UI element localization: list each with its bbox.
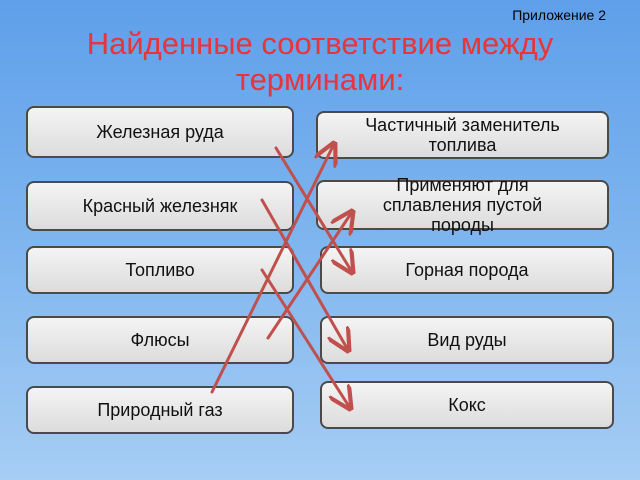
definition-box-rock: Горная порода [320, 246, 614, 294]
title-line-1: Найденные соответствие между [86, 26, 554, 61]
slide-title: Найденные соответствие между терминами: [0, 26, 640, 98]
definition-box-coke: Кокс [320, 381, 614, 429]
definition-box-ore-type: Вид руды [320, 316, 614, 364]
term-box-iron-ore: Железная руда [26, 106, 294, 158]
term-box-fluxes: Флюсы [26, 316, 294, 364]
term-box-red-hematite: Красный железняк [26, 181, 294, 231]
definition-box-slag-fusion: Применяют для сплавления пустой породы [316, 175, 609, 235]
term-box-natural-gas: Природный газ [26, 386, 294, 434]
title-line-2: терминами: [235, 62, 405, 97]
definition-box-partial-fuel-substitute: Частичный заменитель топлива [316, 111, 609, 159]
term-box-fuel: Топливо [26, 246, 294, 294]
appendix-label: Приложение 2 [512, 7, 606, 23]
